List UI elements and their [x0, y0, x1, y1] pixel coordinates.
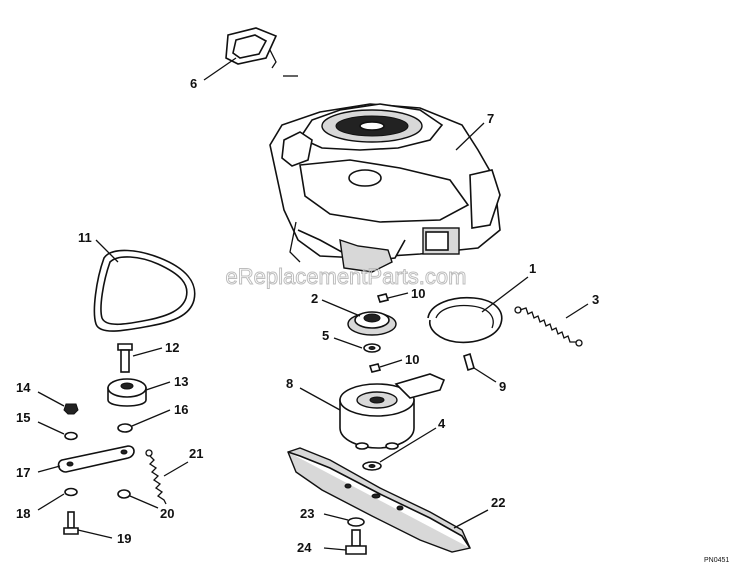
callout-19: 19 [117, 531, 131, 546]
callout-17: 17 [16, 465, 30, 480]
part-9-pin [463, 352, 475, 372]
part-3-spring [514, 306, 583, 347]
callout-3: 3 [592, 292, 599, 307]
callout-2: 2 [311, 291, 318, 306]
watermark: eReplacementParts.com [226, 264, 467, 289]
part-2-adapter [347, 311, 397, 336]
part-7-engine [269, 103, 501, 273]
part-10-key-lower [368, 363, 382, 373]
callout-24: 24 [297, 540, 312, 555]
callout-5: 5 [322, 328, 329, 343]
callout-9: 9 [499, 379, 506, 394]
callout-1: 1 [529, 261, 536, 276]
drawing-code: PN0451 [704, 557, 729, 564]
callout-20: 20 [160, 506, 174, 521]
callout-12: 12 [165, 340, 179, 355]
callout-10-upper: 10 [411, 286, 425, 301]
part-5-washer [363, 343, 381, 353]
callout-15: 15 [16, 410, 30, 425]
part-21-spring [145, 449, 167, 505]
callout-18: 18 [16, 506, 30, 521]
callout-8: 8 [286, 376, 293, 391]
callout-4: 4 [438, 416, 446, 431]
part-1-ring [427, 296, 503, 344]
part-16-washer [117, 423, 133, 433]
part-8-hub [339, 373, 446, 450]
leader-lines [37, 57, 589, 551]
part-23-washer [347, 517, 365, 527]
callouts: 6 7 1 2 10 3 5 10 9 8 4 11 12 13 16 14 1… [16, 76, 599, 555]
part-14-nut [63, 403, 79, 415]
part-19-bolt [63, 511, 79, 535]
callout-13: 13 [174, 374, 188, 389]
callout-14: 14 [16, 380, 31, 395]
callout-10-lower: 10 [405, 352, 419, 367]
part-18-washer [64, 487, 78, 497]
part-22-blade [287, 447, 471, 553]
callout-6: 6 [190, 76, 197, 91]
part-6-cap [225, 27, 298, 77]
part-13-idler-pulley [107, 378, 147, 407]
part-24-bolt [345, 529, 367, 555]
callout-23: 23 [300, 506, 314, 521]
callout-22: 22 [491, 495, 505, 510]
part-12-bolt [117, 343, 133, 373]
part-17-idler-arm [57, 445, 135, 473]
part-10-key-upper [376, 293, 390, 303]
callout-21: 21 [189, 446, 203, 461]
part-4-washer [362, 461, 382, 471]
part-11-belt [93, 249, 196, 332]
callout-7: 7 [487, 111, 494, 126]
callout-11: 11 [78, 230, 92, 245]
callout-16: 16 [174, 402, 188, 417]
part-20-spacer [117, 489, 131, 499]
part-15-washer [64, 431, 78, 441]
